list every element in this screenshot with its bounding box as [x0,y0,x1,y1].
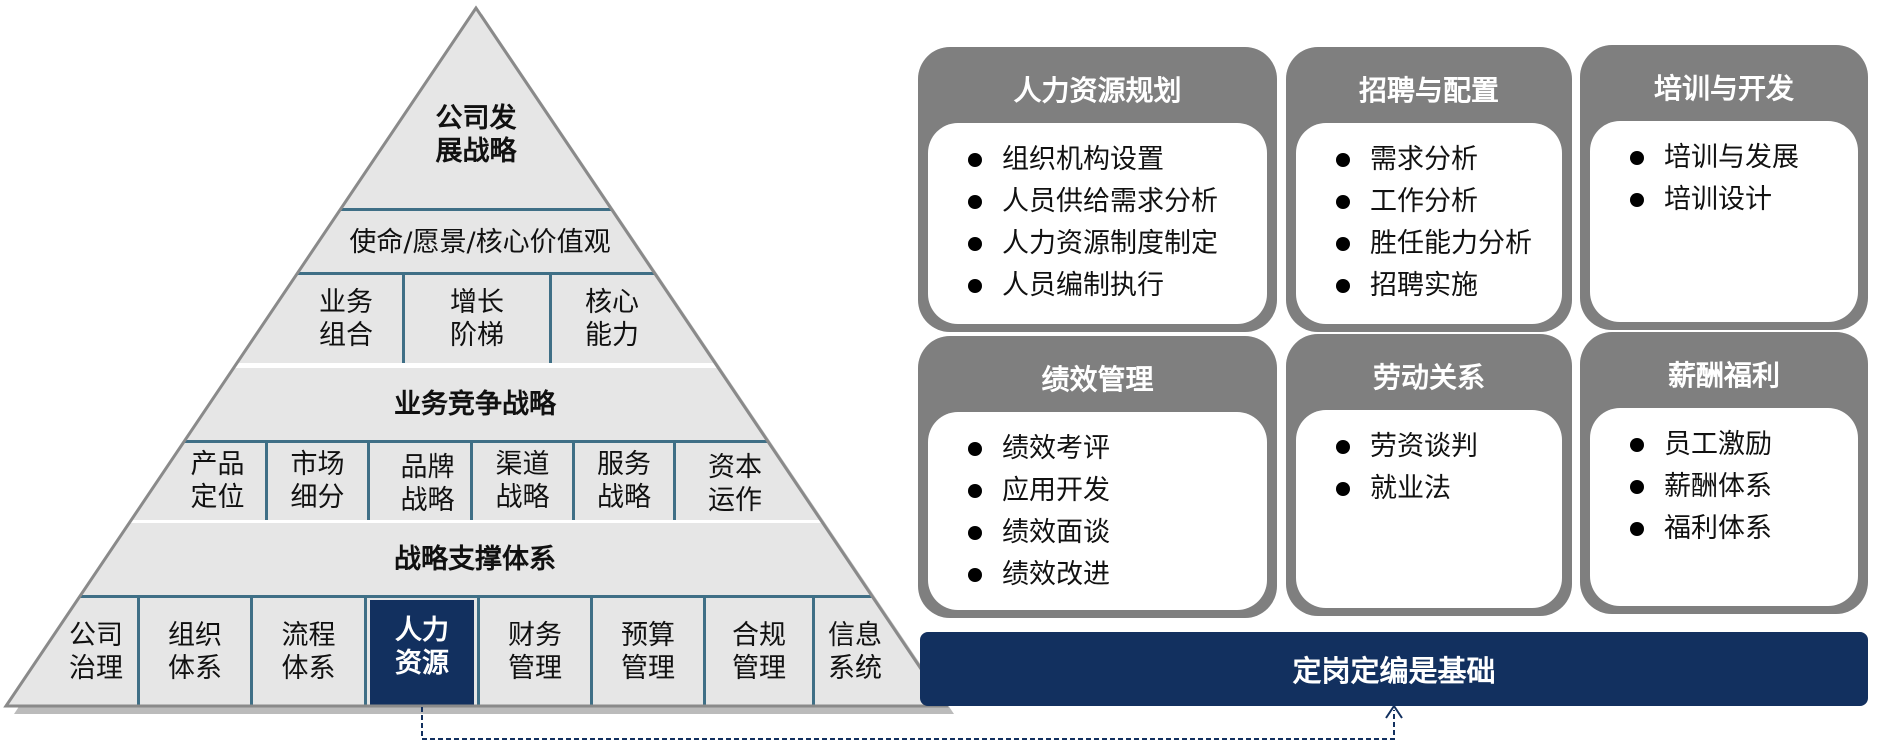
list-item: 人员供给需求分析 [968,181,1267,223]
row2-cell: 资本 运作 [708,452,762,516]
card-performance: 绩效管理 绩效考评应用开发绩效面谈绩效改进 [918,336,1277,618]
mission-vision-values: 使命/愿景/核心价值观 [349,226,611,258]
list-item: 薪酬体系 [1630,466,1858,508]
list-item: 人力资源制度制定 [968,223,1267,265]
list-item: 劳资谈判 [1336,426,1562,468]
row3-cell: 预算 管理 [621,620,675,684]
row3-cell: 信息 系统 [828,620,882,684]
list-item: 需求分析 [1336,139,1562,181]
card-compensation: 薪酬福利 员工激励薪酬体系福利体系 [1580,332,1868,614]
list-item: 人员编制执行 [968,265,1267,307]
row3-cell: 组织 体系 [168,620,222,684]
row1-cell: 核心 能力 [585,287,639,351]
list-item: 福利体系 [1630,508,1858,550]
company-strategy: 公司发 展战略 [435,103,517,167]
row1-cell: 增长 阶梯 [450,287,504,351]
card-training: 培训与开发 培训与发展培训设计 [1580,45,1868,330]
row3-cell: 财务 管理 [508,620,562,684]
card-title: 薪酬福利 [1667,359,1780,392]
list-item: 应用开发 [968,470,1267,512]
row3-cell: 公司 治理 [69,620,123,684]
list-item: 绩效考评 [968,428,1267,470]
row1-cell: 业务 组合 [319,287,373,351]
card-recruitment: 招聘与配置 需求分析工作分析胜任能力分析招聘实施 [1286,47,1572,332]
card-title: 培训与开发 [1653,72,1794,105]
list-item: 员工激励 [1630,424,1858,466]
row2-cell: 渠道 战略 [495,449,550,513]
list-item: 就业法 [1336,468,1562,510]
list-item: 组织机构设置 [968,139,1267,181]
list-item: 胜任能力分析 [1336,223,1562,265]
dashed-connector [421,707,1395,740]
list-item: 绩效面谈 [968,512,1267,554]
row2-cell: 产品 定位 [190,449,245,513]
business-competition-strategy: 业务竞争战略 [394,388,556,420]
list-item: 工作分析 [1336,181,1562,223]
card-hr-planning: 人力资源规划 组织机构设置人员供给需求分析人力资源制度制定人员编制执行 [918,47,1277,332]
list-item: 绩效改进 [968,554,1267,596]
arrow-up-icon [1385,704,1403,719]
strategy-support-system: 战略支撑体系 [394,543,556,575]
list-item: 培训设计 [1630,179,1858,221]
row3-cell: 合规 管理 [732,620,786,684]
card-labor-relations: 劳动关系 劳资谈判就业法 [1286,334,1572,616]
list-item: 招聘实施 [1336,265,1562,307]
card-title: 劳动关系 [1372,361,1485,394]
card-title: 人力资源规划 [1013,74,1182,107]
card-title: 绩效管理 [1041,363,1154,396]
row2-cell: 市场 细分 [290,449,345,513]
row2-cell: 品牌 战略 [400,452,455,516]
list-item: 培训与发展 [1630,137,1858,179]
row3-cell-hr-highlight: 人力 资源 [370,600,474,706]
foundation-bar: 定岗定编是基础 [920,632,1868,706]
row3-cell: 流程 体系 [281,620,336,684]
card-title: 招聘与配置 [1358,74,1499,107]
row2-cell: 服务 战略 [597,449,651,513]
